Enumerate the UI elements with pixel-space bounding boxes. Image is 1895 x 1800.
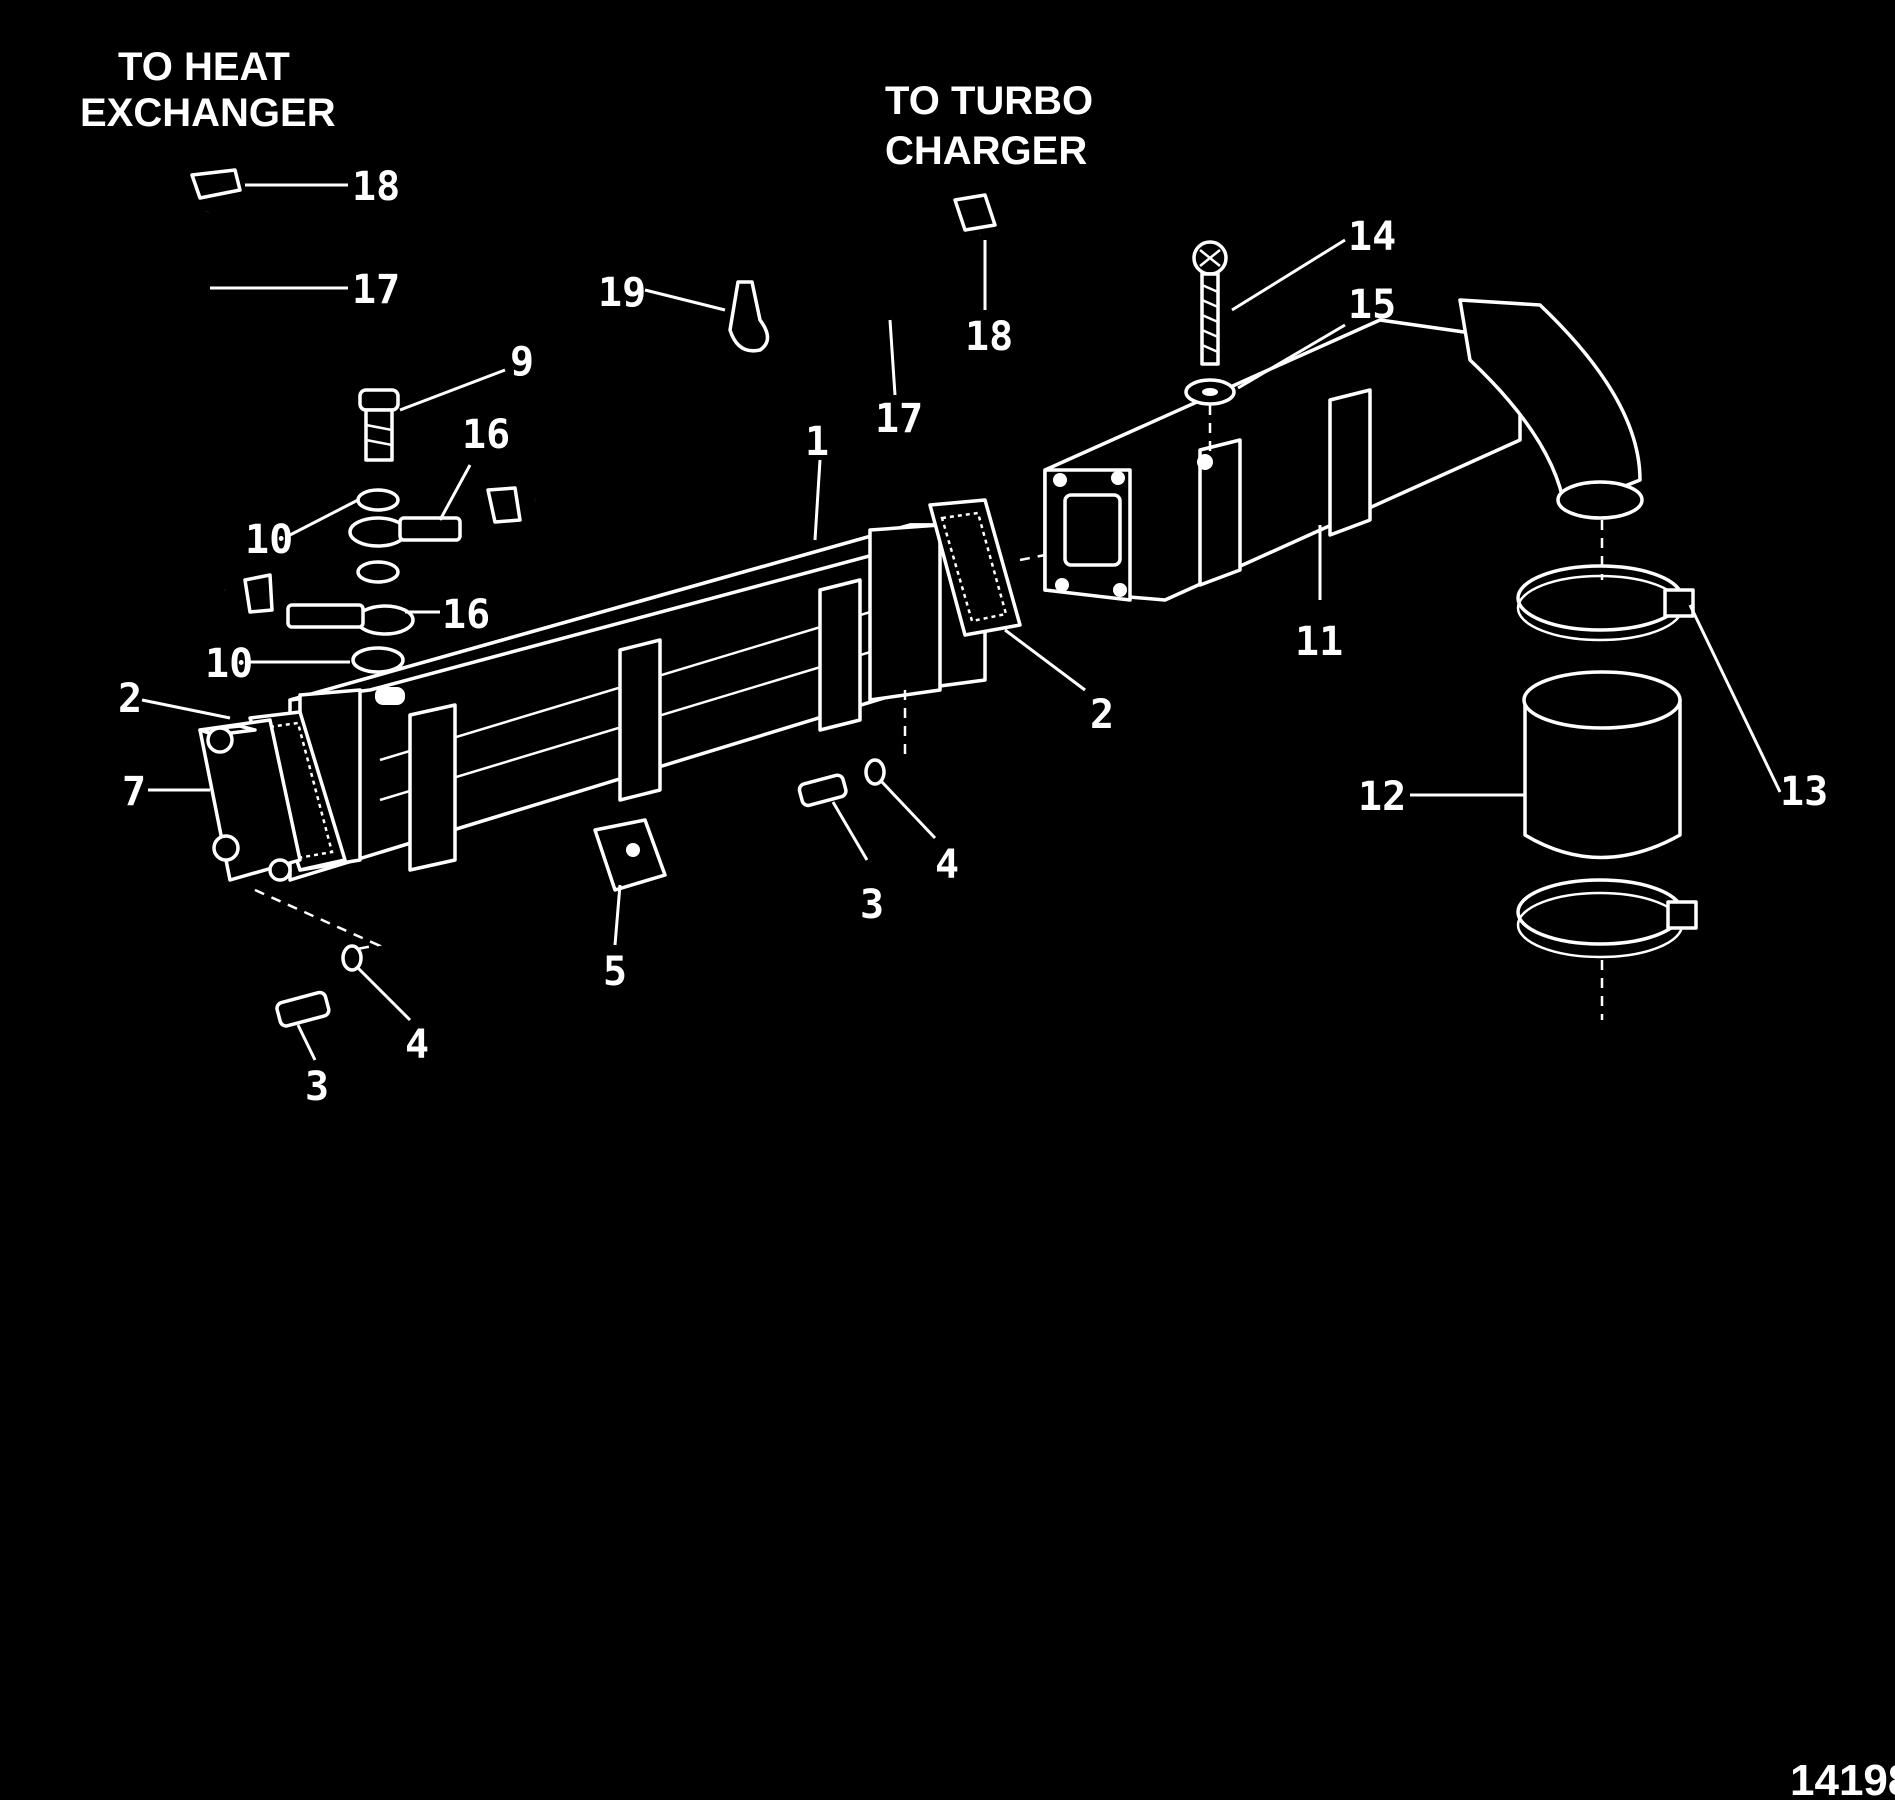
leader-2b — [1004, 628, 1086, 692]
part-5-mount — [593, 818, 667, 892]
part-12-hose-sleeve — [1522, 670, 1682, 860]
leader-9 — [399, 368, 506, 412]
part-13-hose-clamp-upper — [1516, 564, 1695, 642]
part-9-plug — [358, 388, 400, 462]
leader-17b — [888, 319, 897, 396]
callout-19: 19 — [598, 270, 646, 316]
callout-17-left: 17 — [352, 267, 400, 313]
leader-4a — [880, 780, 937, 840]
leader-2a — [141, 698, 231, 720]
callout-17-right: 17 — [875, 396, 923, 442]
label-to-turbo-charger-line2: CHARGER — [885, 129, 1087, 173]
leader-16a — [438, 464, 472, 521]
callout-4-lower: 4 — [405, 1022, 429, 1068]
axis-line-cover-bolt — [254, 888, 383, 952]
leader-13 — [1688, 604, 1782, 793]
callout-11: 11 — [1295, 619, 1343, 665]
callout-18-left: 18 — [352, 164, 400, 210]
leader-19 — [644, 288, 726, 312]
leader-10a — [289, 498, 359, 537]
part-17-hose-left-inner — [160, 210, 230, 596]
callout-16-upper: 16 — [462, 412, 510, 458]
leader-3a — [831, 801, 869, 861]
part-17-hose-right-inner — [531, 229, 985, 507]
figure-number: 14198 — [1790, 1756, 1895, 1800]
callout-4-middle: 4 — [935, 842, 959, 888]
callout-3-middle: 3 — [860, 882, 884, 928]
part-3-bolt-middle — [797, 773, 848, 808]
part-4-washer-middle — [864, 758, 886, 786]
callout-1: 1 — [805, 419, 829, 465]
part-10-washer-lower — [351, 646, 405, 674]
part-4-washer-lower — [341, 944, 363, 972]
callout-3-lower: 3 — [305, 1064, 329, 1110]
callout-15: 15 — [1348, 282, 1396, 328]
part-10-washer-middle — [356, 560, 400, 584]
part-3-bolt-lower — [275, 990, 331, 1028]
part-18-clamp-left — [190, 168, 242, 200]
callout-5: 5 — [603, 949, 627, 995]
callout-13: 13 — [1780, 769, 1828, 815]
leader-15 — [1237, 323, 1346, 390]
part-18-clamp-right — [953, 193, 997, 232]
callout-12: 12 — [1358, 774, 1406, 820]
part-1-exhaust-body — [288, 523, 987, 882]
callout-16-lower: 16 — [442, 592, 490, 638]
callout-18-right: 18 — [965, 314, 1013, 360]
part-13-hose-clamp-lower — [1516, 878, 1698, 959]
part-15-washer — [1184, 378, 1236, 406]
part-16-fitting-lower — [286, 603, 415, 636]
part-7-end-cover — [198, 718, 302, 882]
leader-4b — [356, 966, 412, 1022]
leader-14 — [1231, 238, 1346, 312]
label-to-turbo-charger-line1: TO TURBO — [885, 79, 1093, 123]
callout-9: 9 — [510, 339, 534, 385]
leader-1 — [813, 459, 822, 541]
part-10-washer-upper — [356, 488, 400, 512]
axis-line-gasket — [1019, 553, 1046, 562]
part-14-screw — [1192, 240, 1228, 366]
part-2-gasket-right — [928, 498, 1022, 637]
part-19-clip — [728, 280, 770, 353]
label-to-heat-exchanger-line1: TO HEAT — [118, 45, 290, 89]
callout-10-upper: 10 — [245, 517, 293, 563]
callout-2-right: 2 — [1090, 692, 1114, 738]
label-to-heat-exchanger-line2: EXCHANGER — [80, 91, 336, 135]
callout-7: 7 — [122, 769, 146, 815]
callout-10-lower: 10 — [205, 641, 253, 687]
part-16-fitting-upper — [348, 516, 462, 548]
callout-2-left: 2 — [118, 676, 142, 722]
part-18-clamp-fitting-lower — [243, 573, 274, 614]
leader-5 — [613, 884, 622, 946]
callout-14: 14 — [1348, 214, 1396, 260]
leader-3b — [296, 1024, 317, 1061]
part-18-clamp-fitting-mid — [486, 486, 522, 524]
part-11-exhaust-elbow — [1043, 298, 1644, 602]
